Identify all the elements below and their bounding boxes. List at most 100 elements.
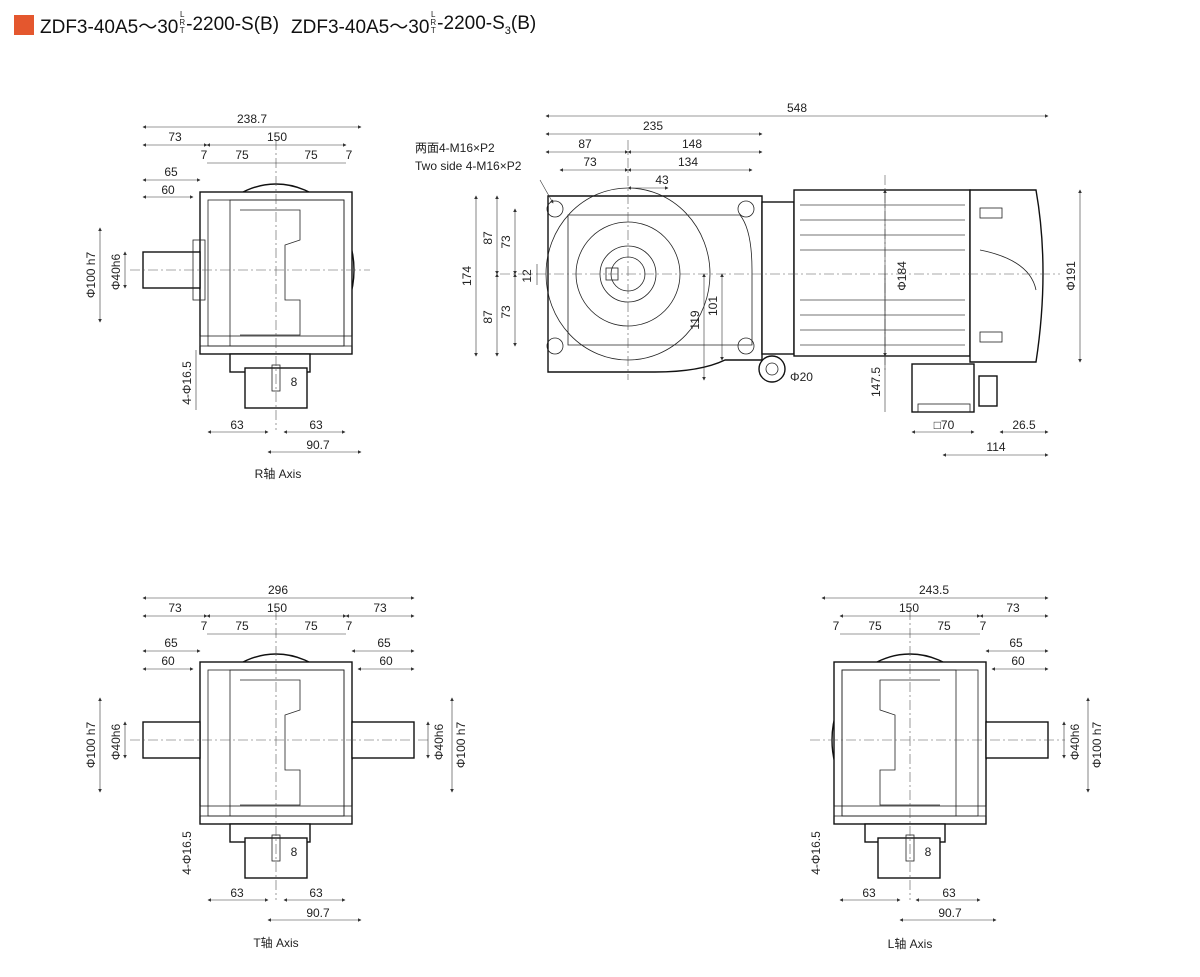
- t-dim-phi-hub-r: Φ100 h7: [454, 722, 468, 769]
- front-dim-43: 43: [655, 173, 669, 187]
- axis-letter: T: [430, 26, 436, 35]
- r-dim-half-l: 75: [235, 148, 249, 162]
- front-dim-119: 119: [688, 310, 702, 329]
- t-dim-phi-hub-l: Φ100 h7: [84, 722, 98, 769]
- t-dim-l60: 60: [161, 654, 175, 668]
- t-dim-flange-r: 7: [346, 619, 353, 633]
- t-dim-phi-shaft-l: Φ40h6: [109, 724, 123, 761]
- front-callout-en: Two side 4-M16×P2: [415, 159, 522, 173]
- front-dim-phi184: Φ184: [895, 261, 909, 291]
- t-dim-key: 8: [291, 845, 298, 859]
- t-dim-overall: 296: [268, 583, 288, 597]
- r-dim-base-total: 90.7: [306, 438, 330, 452]
- t-dim-l65: 65: [164, 636, 178, 650]
- front-dim-gear-len: 235: [643, 119, 663, 133]
- model-b-subscript: 3: [504, 24, 511, 37]
- l-dim-key: 8: [925, 845, 932, 859]
- t-dim-r60: 60: [379, 654, 393, 668]
- t-dim-base-total: 90.7: [306, 906, 330, 920]
- front-callout-cn: 两面4-M16×P2: [415, 141, 495, 155]
- r-view-dimensions: 238.7 73 150 7 75 75 7 65 60 Φ100 h7 Φ40…: [84, 112, 362, 454]
- r-dim-overall: 238.7: [237, 112, 267, 126]
- t-view-body: [130, 610, 430, 900]
- l-dim-base-r: 63: [942, 886, 956, 900]
- r-view-body: [130, 140, 370, 430]
- l-dim-bolt: 4-Φ16.5: [809, 831, 823, 875]
- t-dim-bolt: 4-Φ16.5: [180, 831, 194, 875]
- axis-letter: L: [180, 10, 185, 19]
- front-dim-114: 114: [986, 440, 1005, 454]
- t-dim-half-r: 75: [304, 619, 318, 633]
- l-dim-half-r: 75: [937, 619, 951, 633]
- front-view-gearbox: [545, 187, 795, 383]
- axis-letter: T: [179, 26, 185, 35]
- r-dim-key: 8: [291, 375, 298, 389]
- r-dim-flange-l: 7: [201, 148, 208, 162]
- t-dim-body: 150: [267, 601, 287, 615]
- r-axis-view: 238.7 73 150 7 75 75 7 65 60 Φ100 h7 Φ40…: [84, 112, 370, 481]
- l-dim-r65: 65: [1009, 636, 1023, 650]
- model-b-suffix-text: -2200-S: [437, 13, 505, 35]
- t-dim-base-r: 63: [309, 886, 323, 900]
- t-dim-flange-l: 7: [201, 619, 208, 633]
- front-view-dimensions: 548 235 87 148 73 134 43 174 87 73 12 87…: [415, 101, 1082, 457]
- r-dim-phi-shaft: Φ40h6: [109, 254, 123, 291]
- front-view-motor: [793, 189, 1044, 413]
- r-dim-shaft-65: 65: [164, 165, 178, 179]
- axis-letter: R: [179, 18, 186, 27]
- l-dim-flange-r: 7: [980, 619, 987, 633]
- front-dim-12: 12: [520, 269, 534, 283]
- front-dim-73-top: 73: [499, 235, 513, 249]
- l-dim-body: 150: [899, 601, 919, 615]
- l-view-caption: L轴 Axis: [888, 936, 933, 951]
- r-view-caption: R轴 Axis: [255, 466, 302, 481]
- t-view-dimensions: 296 73 150 73 7 75 75 7 65 60 65 60 Φ100…: [84, 583, 468, 922]
- t-dim-base-l: 63: [230, 886, 244, 900]
- l-dim-base-l: 63: [862, 886, 876, 900]
- r-dim-shaft-60: 60: [161, 183, 175, 197]
- front-dim-134: 134: [678, 155, 698, 169]
- front-dim-phi191: Φ191: [1064, 261, 1078, 291]
- axis-letter: R: [430, 18, 437, 27]
- r-dim-body: 150: [267, 130, 287, 144]
- model-b-prefix: ZDF3-40A5～30: [291, 16, 430, 38]
- front-dim-total: 548: [787, 101, 807, 115]
- axis-letter-stack-b: L R T: [430, 11, 436, 35]
- t-dim-right: 73: [373, 601, 387, 615]
- l-dim-overall: 243.5: [919, 583, 949, 597]
- front-dim-148: 148: [682, 137, 702, 151]
- l-dim-r60: 60: [1011, 654, 1025, 668]
- l-dim-phi-hub: Φ100 h7: [1090, 722, 1104, 769]
- l-dim-base-total: 90.7: [938, 906, 962, 920]
- model-a-suffix: -2200-S(B): [186, 14, 280, 35]
- front-dim-73: 73: [583, 155, 597, 169]
- t-dim-left: 73: [168, 601, 182, 615]
- r-dim-base-l: 63: [230, 418, 244, 432]
- r-dim-bolt: 4-Φ16.5: [180, 361, 194, 405]
- front-view: 548 235 87 148 73 134 43 174 87 73 12 87…: [415, 101, 1082, 457]
- l-axis-view: 243.5 150 73 7 75 75 7 65 60 Φ40h6 Φ100 …: [809, 583, 1104, 951]
- model-b-suffix-tail: (B): [510, 13, 537, 35]
- front-dim-sq70: □70: [934, 418, 955, 432]
- front-dim-26: 26.5: [1012, 418, 1036, 432]
- l-view-dimensions: 243.5 150 73 7 75 75 7 65 60 Φ40h6 Φ100 …: [809, 583, 1104, 922]
- front-dim-147: 147.5: [869, 367, 883, 397]
- model-b-suffix: -2200-S3(B): [437, 13, 536, 37]
- l-dim-right: 73: [1006, 601, 1020, 615]
- r-dim-phi-hub: Φ100 h7: [84, 252, 98, 299]
- t-dim-phi-shaft-r: Φ40h6: [432, 724, 446, 761]
- t-axis-view: 296 73 150 73 7 75 75 7 65 60 65 60 Φ100…: [84, 583, 468, 950]
- t-dim-r65: 65: [377, 636, 391, 650]
- r-dim-base-r: 63: [309, 418, 323, 432]
- l-dim-half-l: 75: [868, 619, 882, 633]
- r-dim-flange-r: 7: [346, 148, 353, 162]
- r-dim-half-r: 75: [304, 148, 318, 162]
- front-dim-phi20: Φ20: [790, 370, 813, 384]
- front-dim-101: 101: [706, 296, 720, 316]
- l-view-body: [810, 610, 1065, 900]
- axis-letter-stack-a: L R T: [179, 11, 185, 35]
- front-dim-73-bot: 73: [499, 305, 513, 319]
- r-dim-left: 73: [168, 130, 182, 144]
- accent-square-icon: [14, 15, 34, 35]
